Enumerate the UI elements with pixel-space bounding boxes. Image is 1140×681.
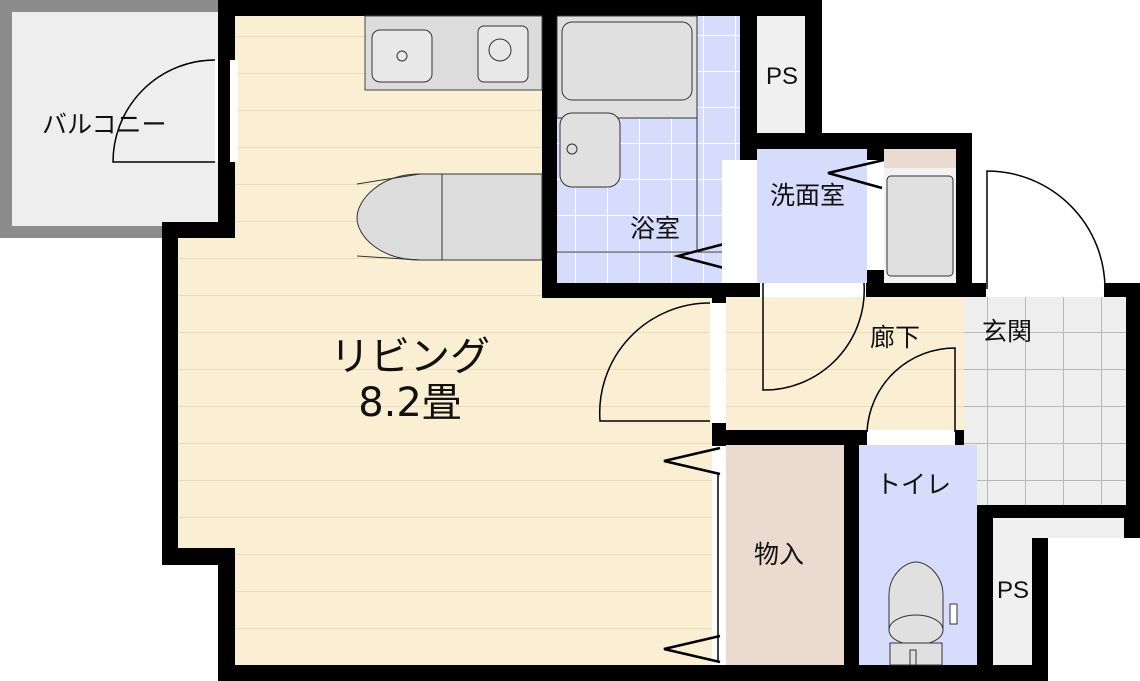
storage bbox=[726, 445, 844, 665]
stove-icon bbox=[477, 25, 529, 83]
ps-bottom-label: PS bbox=[997, 577, 1029, 604]
living-size: 8.2畳 bbox=[358, 380, 462, 426]
entrance-label: 玄関 bbox=[982, 317, 1032, 346]
sink-icon bbox=[371, 29, 433, 83]
living-label: リビング bbox=[330, 334, 490, 380]
living-door-swing bbox=[598, 302, 711, 422]
storage-folding-door-bottom bbox=[663, 634, 721, 664]
balcony: バルコニー bbox=[0, 0, 225, 238]
bath-label: 浴室 bbox=[630, 214, 680, 243]
corridor bbox=[726, 297, 964, 430]
living-room bbox=[178, 16, 712, 665]
washroom-label: 洗面室 bbox=[770, 181, 845, 210]
storage-label: 物入 bbox=[754, 540, 804, 569]
toilet-label: トイレ bbox=[876, 470, 951, 499]
balcony-door-swing bbox=[112, 59, 216, 163]
washroom-door-swing bbox=[762, 282, 865, 391]
pipe-space-top bbox=[757, 16, 805, 133]
ps-top-label: PS bbox=[766, 63, 798, 90]
storage-folding-door-top bbox=[663, 446, 721, 476]
pipe-space-bottom bbox=[993, 518, 1124, 665]
washing-machine-icon bbox=[886, 175, 954, 277]
entrance bbox=[964, 297, 1126, 505]
bath-folding-door bbox=[673, 242, 725, 270]
entrance-door-swing bbox=[986, 170, 1106, 290]
wash-basin-icon bbox=[559, 112, 621, 188]
toilet-door-swing bbox=[866, 347, 956, 433]
corridor-label: 廊下 bbox=[870, 323, 920, 352]
washroom bbox=[757, 149, 867, 283]
refrigerator-icon bbox=[356, 173, 543, 261]
balcony-label: バルコニー bbox=[42, 110, 167, 139]
washroom-folding-door bbox=[827, 158, 885, 190]
toilet-icon bbox=[888, 561, 958, 666]
